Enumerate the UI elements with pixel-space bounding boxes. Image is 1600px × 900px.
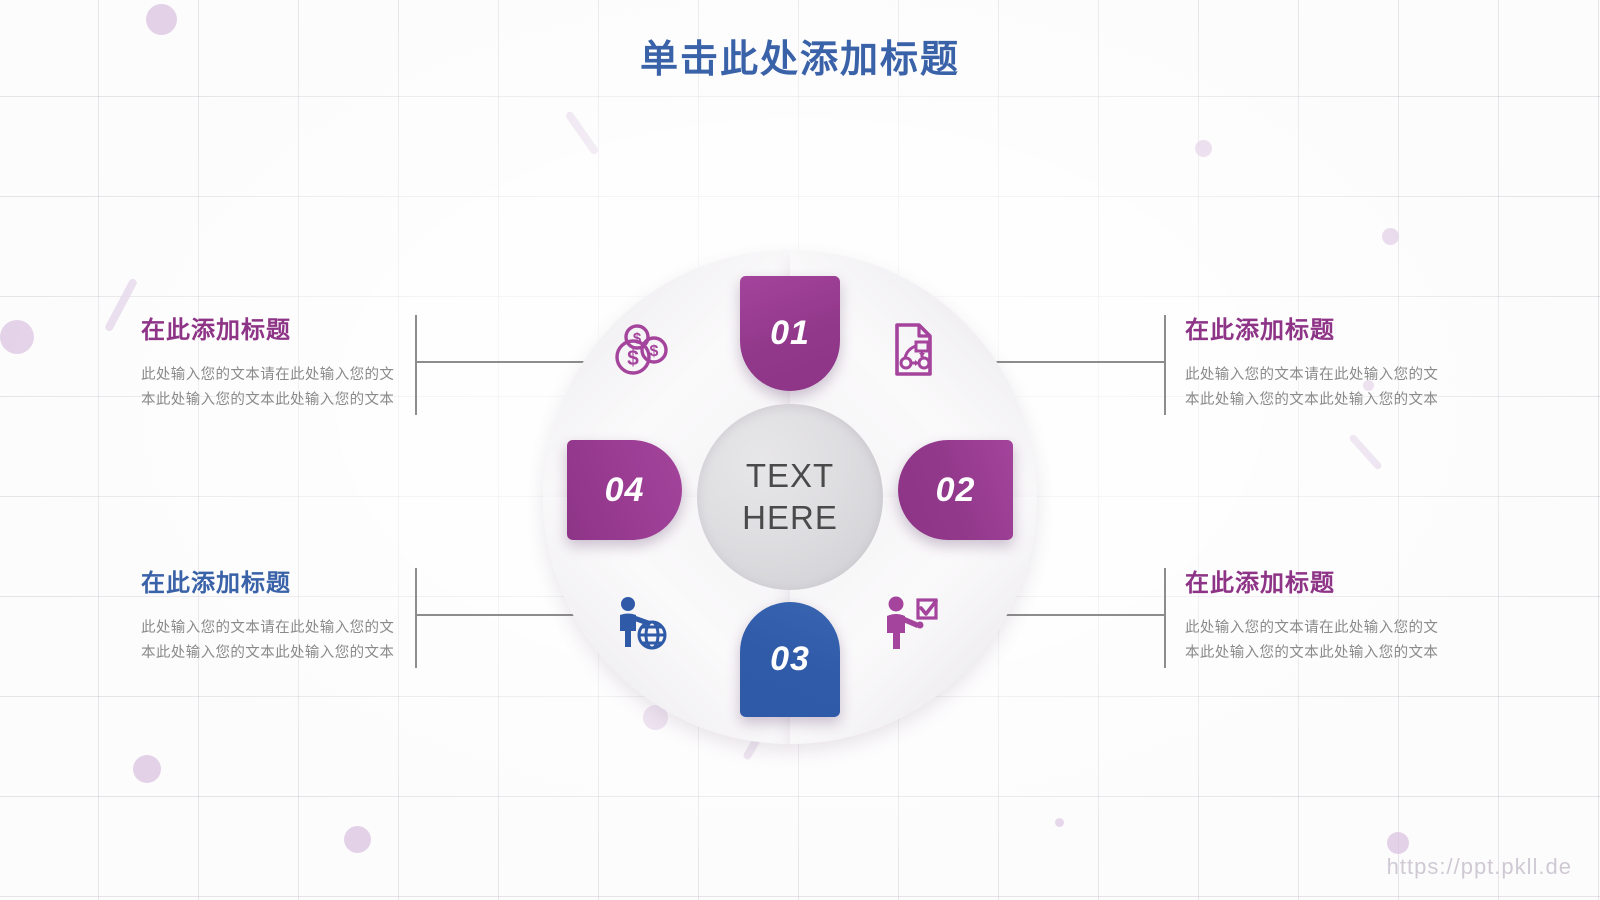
content-block-bottom-left: 在此添加标题 此处输入您的文本请在此处输入您的文本此处输入您的文本此处输入您的文… [141,563,403,667]
money-coins-icon: $ $ $ [611,320,671,378]
content-body-bottom-left: 此处输入您的文本请在此处输入您的文本此处输入您的文本此处输入您的文本 [141,620,395,662]
step-badge-03[interactable]: 03 [740,602,840,717]
connector-line-top-right [976,361,1164,363]
document-flowchart-icon [883,320,943,378]
decor-dot [1382,228,1399,245]
decor-dot [1055,818,1064,827]
content-body-top-left: 此处输入您的文本请在此处输入您的文本此处输入您的文本此处输入您的文本 [141,367,395,409]
content-body-top-right: 此处输入您的文本请在此处输入您的文本此处输入您的文本此处输入您的文本 [1185,367,1439,409]
svg-text:$: $ [633,330,642,347]
step-number-01: 01 [770,314,810,352]
content-title-top-left: 在此添加标题 [141,317,291,344]
person-checkbox-icon [879,592,939,650]
content-block-top-right: 在此添加标题 此处输入您的文本请在此处输入您的文本此处输入您的文本此处输入您的文… [1185,310,1447,414]
connector-line-bottom-right [976,614,1164,616]
decor-dot [0,320,34,354]
center-hub-text: TEXT HERE [742,455,838,539]
step-badge-01[interactable]: 01 [740,276,840,391]
connector-vertical-top-left [415,315,417,415]
step-badge-02[interactable]: 02 [898,440,1013,540]
connector-vertical-bottom-left [415,568,417,668]
connector-vertical-bottom-right [1164,568,1166,668]
decor-dot [1387,832,1409,854]
center-text-line-2: HERE [742,499,838,536]
decor-dot [344,826,371,853]
decor-line [1348,433,1383,471]
content-block-top-left: 在此添加标题 此处输入您的文本请在此处输入您的文本此处输入您的文本此处输入您的文… [141,310,403,414]
step-number-03: 03 [770,640,810,678]
content-body-bottom-right: 此处输入您的文本请在此处输入您的文本此处输入您的文本此处输入您的文本 [1185,620,1439,662]
center-text-line-1: TEXT [745,456,835,494]
step-number-02: 02 [935,470,976,509]
circular-infographic-wheel: $ $ $ [543,250,1037,744]
content-title-top-right: 在此添加标题 [1185,317,1335,344]
watermark: https://ppt.pkll.de [1386,854,1572,879]
svg-text:$: $ [627,347,639,370]
decor-line [103,277,139,333]
decor-dot [133,755,161,783]
center-hub[interactable]: TEXT HERE [697,404,883,590]
connector-vertical-top-right [1164,315,1166,415]
decor-line [564,110,600,156]
decor-dot [1195,140,1212,157]
connector-line-top-left [415,361,592,363]
content-block-bottom-right: 在此添加标题 此处输入您的文本请在此处输入您的文本此处输入您的文本此处输入您的文… [1185,563,1447,667]
person-globe-icon [611,595,671,653]
step-badge-04[interactable]: 04 [567,440,682,540]
connector-line-bottom-left [415,614,600,616]
step-number-04: 04 [604,470,645,509]
svg-text:$: $ [650,343,659,360]
content-title-bottom-right: 在此添加标题 [1185,570,1335,597]
content-title-bottom-left: 在此添加标题 [141,570,291,597]
page-title: 单击此处添加标题 [639,39,960,81]
